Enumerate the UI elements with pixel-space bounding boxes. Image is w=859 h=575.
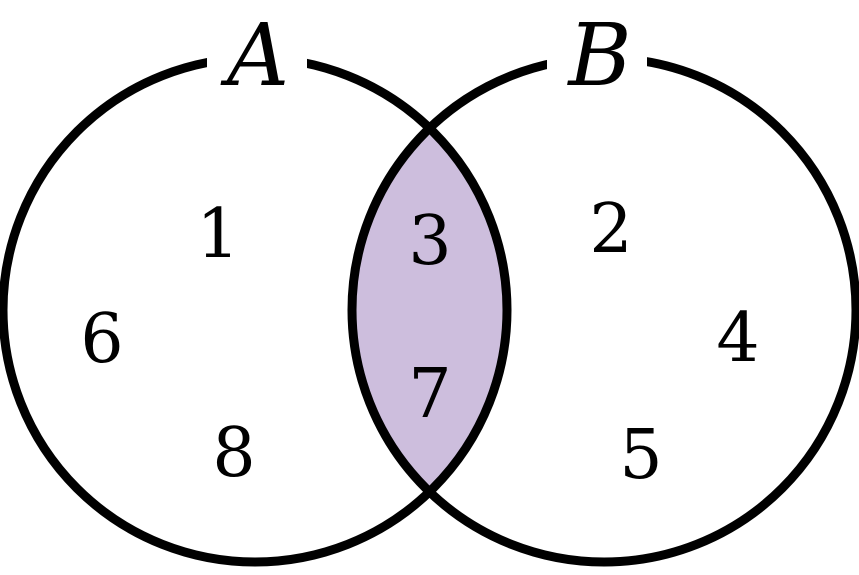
set-a-label: A [220, 6, 289, 106]
element-b-only: 5 [619, 416, 662, 495]
element-intersection: 7 [408, 355, 451, 434]
element-a-only: 6 [80, 300, 123, 379]
element-b-only: 2 [589, 190, 632, 269]
element-b-only: 4 [716, 299, 759, 378]
element-a-only: 8 [212, 414, 255, 493]
label-a-mask [207, 38, 307, 94]
element-a-only: 1 [196, 195, 239, 274]
set-b-label: B [566, 6, 631, 106]
element-intersection: 3 [408, 202, 451, 281]
label-b-mask [547, 38, 647, 94]
